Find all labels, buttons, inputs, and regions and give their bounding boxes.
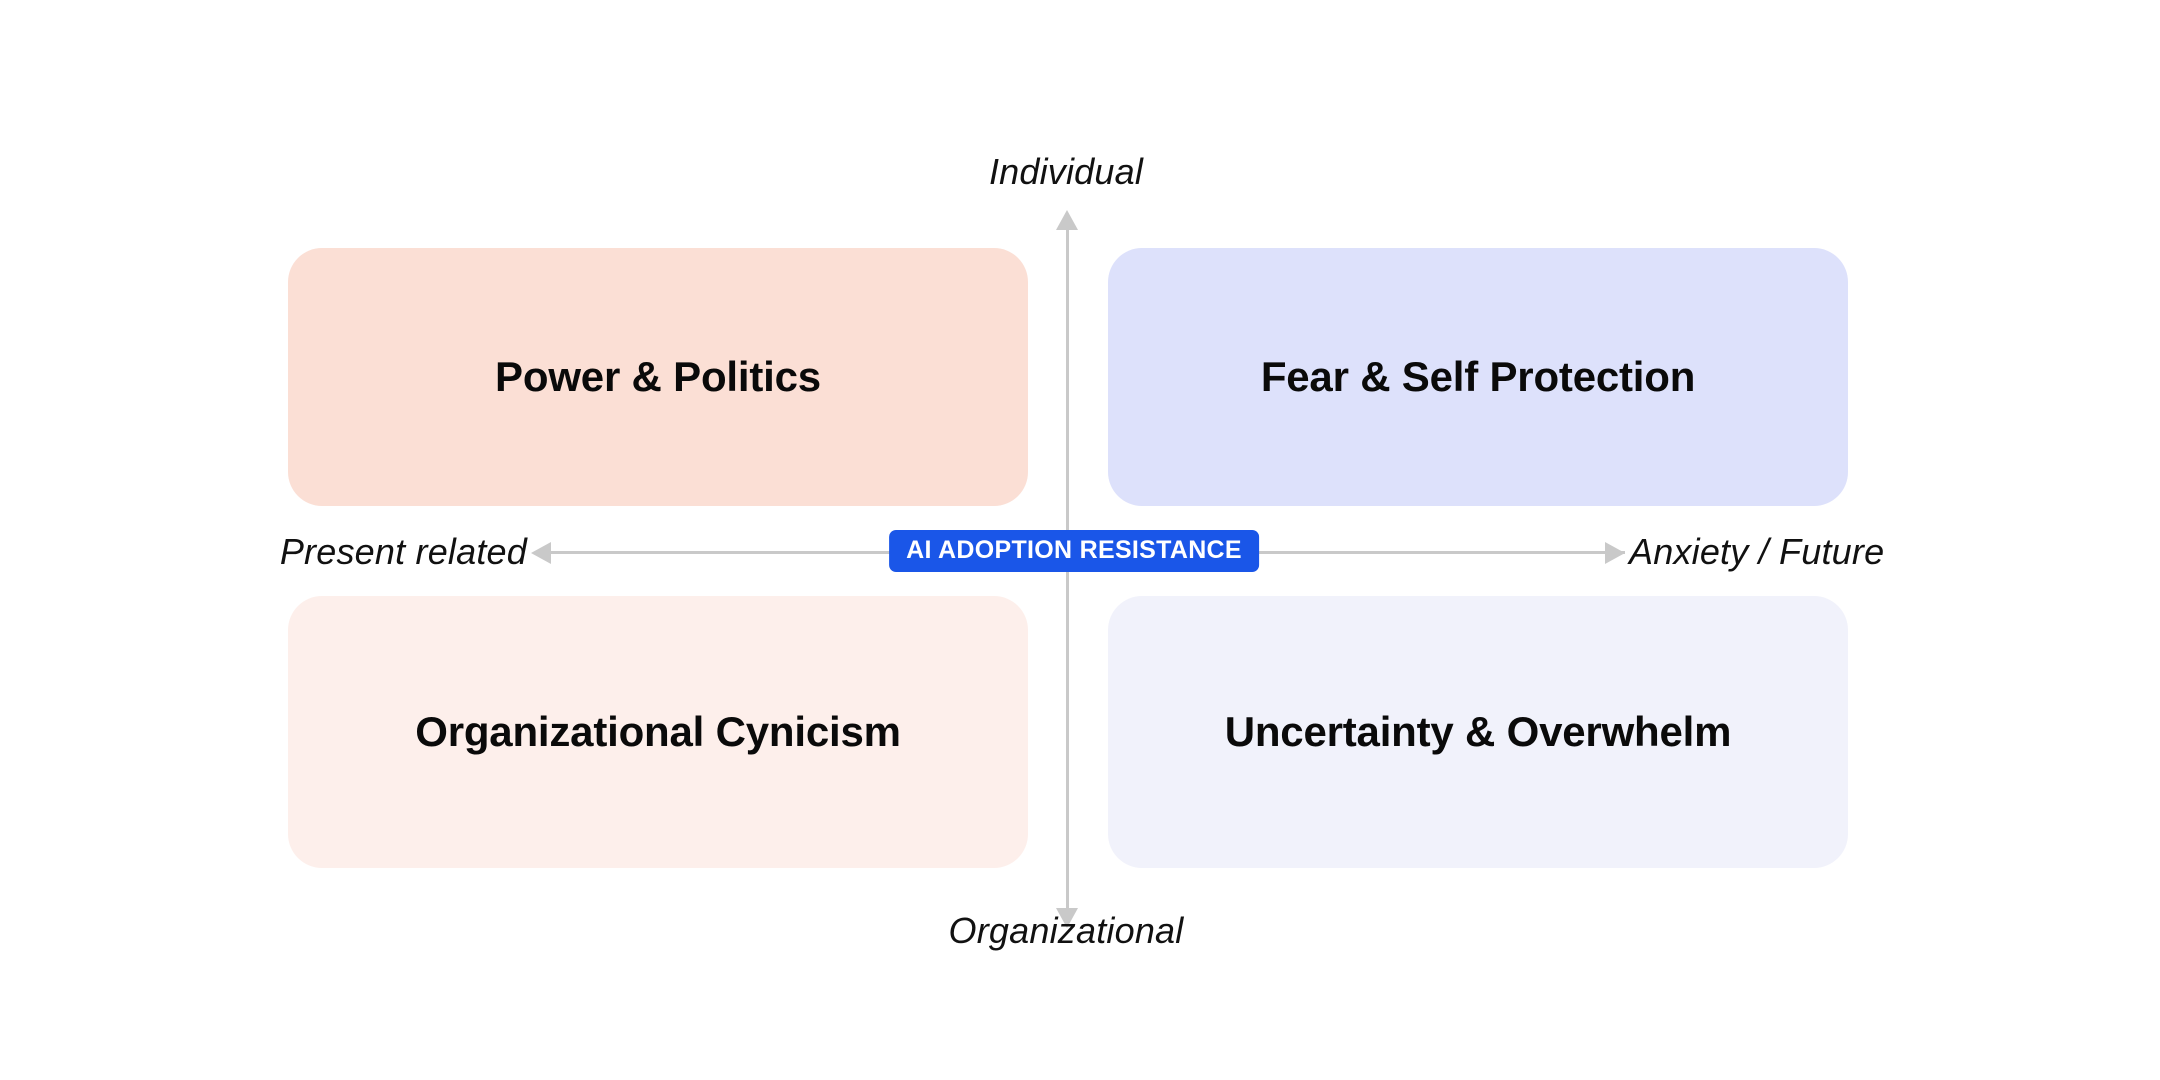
axis-label-individual: Individual bbox=[988, 151, 1144, 192]
quadrant-bottom-left-label: Organizational Cynicism bbox=[415, 707, 901, 755]
axis-label-present-related: Present related bbox=[279, 531, 527, 572]
arrow-down-icon bbox=[1056, 908, 1078, 928]
quadrant-bottom-right[interactable]: Uncertainty & Overwhelm bbox=[1108, 596, 1848, 868]
quadrant-top-left[interactable]: Power & Politics bbox=[288, 248, 1028, 506]
center-badge-label: AI ADOPTION RESISTANCE bbox=[906, 536, 1242, 564]
arrow-up-icon bbox=[1056, 210, 1078, 230]
arrow-right-icon bbox=[1605, 542, 1625, 564]
center-badge[interactable]: AI ADOPTION RESISTANCE bbox=[889, 530, 1259, 572]
quadrant-top-right-label: Fear & Self Protection bbox=[1260, 352, 1696, 400]
quadrant-bottom-right-label: Uncertainty & Overwhelm bbox=[1224, 707, 1732, 755]
arrow-left-icon bbox=[531, 542, 551, 564]
axis-label-organizational: Organizational bbox=[948, 910, 1184, 951]
quadrant-top-left-label: Power & Politics bbox=[495, 352, 821, 400]
quadrant-bottom-left[interactable]: Organizational Cynicism bbox=[288, 596, 1028, 868]
axis-label-anxiety-future: Anxiety / Future bbox=[1629, 531, 1885, 572]
quadrant-top-right[interactable]: Fear & Self Protection bbox=[1108, 248, 1848, 506]
